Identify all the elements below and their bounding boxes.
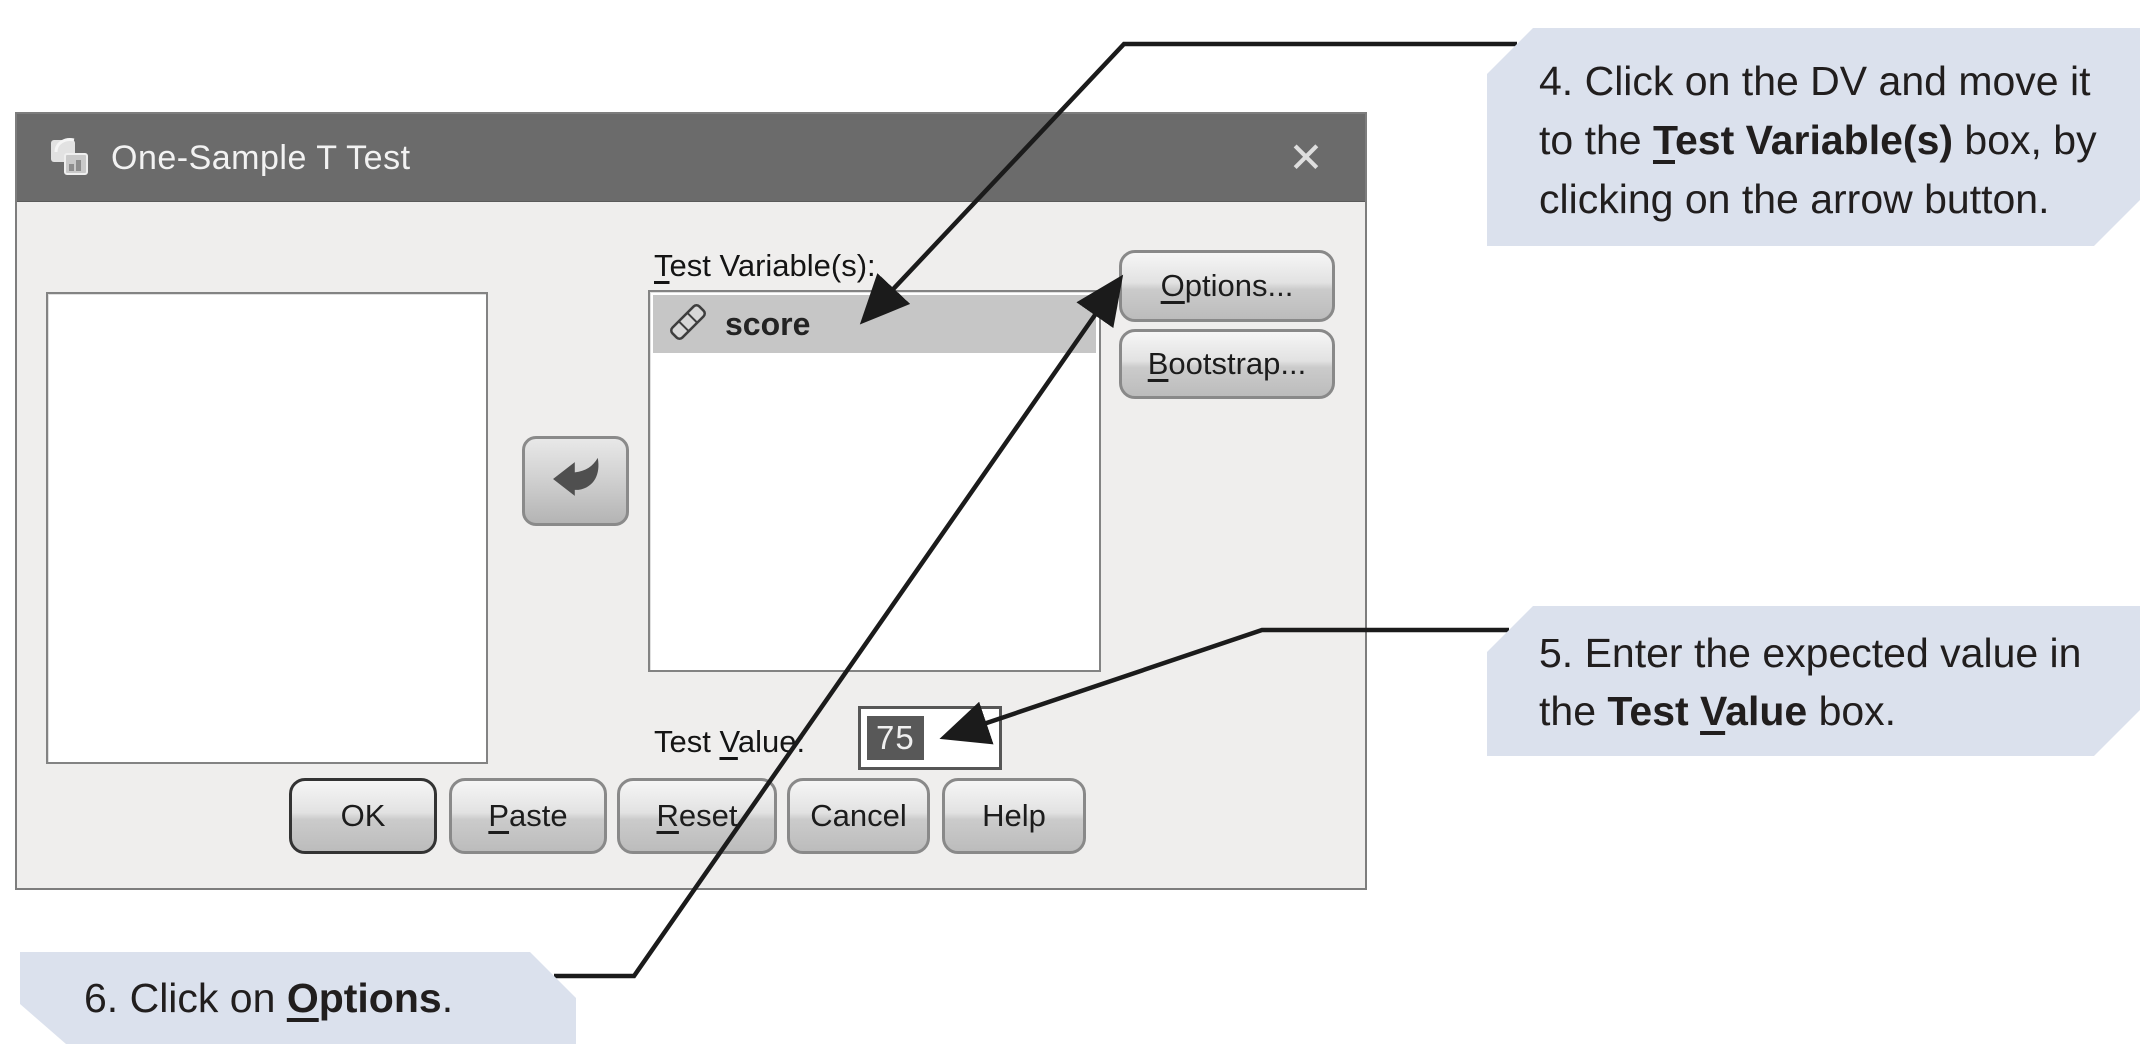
scale-measure-icon xyxy=(665,299,711,350)
callout-step4: 4. Click on the DV and move it to the Te… xyxy=(1487,28,2140,246)
test-value-label: Test Value: xyxy=(654,724,806,759)
test-variables-list[interactable]: score xyxy=(648,290,1101,672)
dialog-title: One-Sample T Test xyxy=(111,139,411,177)
transfer-arrow-button[interactable] xyxy=(522,436,629,526)
close-icon: ✕ xyxy=(1288,134,1324,181)
test-variables-label: Test Variable(s): xyxy=(654,248,876,283)
ok-button[interactable]: OK xyxy=(289,778,437,854)
variable-row-score[interactable]: score xyxy=(653,295,1096,353)
callout-step6: 6. Click on Options. xyxy=(20,952,576,1044)
close-button[interactable]: ✕ xyxy=(1279,130,1333,186)
help-button[interactable]: Help xyxy=(942,778,1086,854)
transfer-arrow-icon xyxy=(547,450,605,513)
source-variables-list[interactable] xyxy=(46,292,488,764)
dialog-titlebar[interactable]: One-Sample T Test ✕ xyxy=(17,114,1365,202)
cancel-button[interactable]: Cancel xyxy=(787,778,930,854)
app-icon xyxy=(47,132,95,184)
callout-step5: 5. Enter the expected value in the Test … xyxy=(1487,606,2140,756)
selected-test-value: 75 xyxy=(867,716,924,760)
variable-name: score xyxy=(725,305,811,342)
test-value-input[interactable]: 75 xyxy=(858,706,1002,770)
one-sample-t-test-dialog: One-Sample T Test ✕ Test Variable(s): xyxy=(15,112,1367,890)
